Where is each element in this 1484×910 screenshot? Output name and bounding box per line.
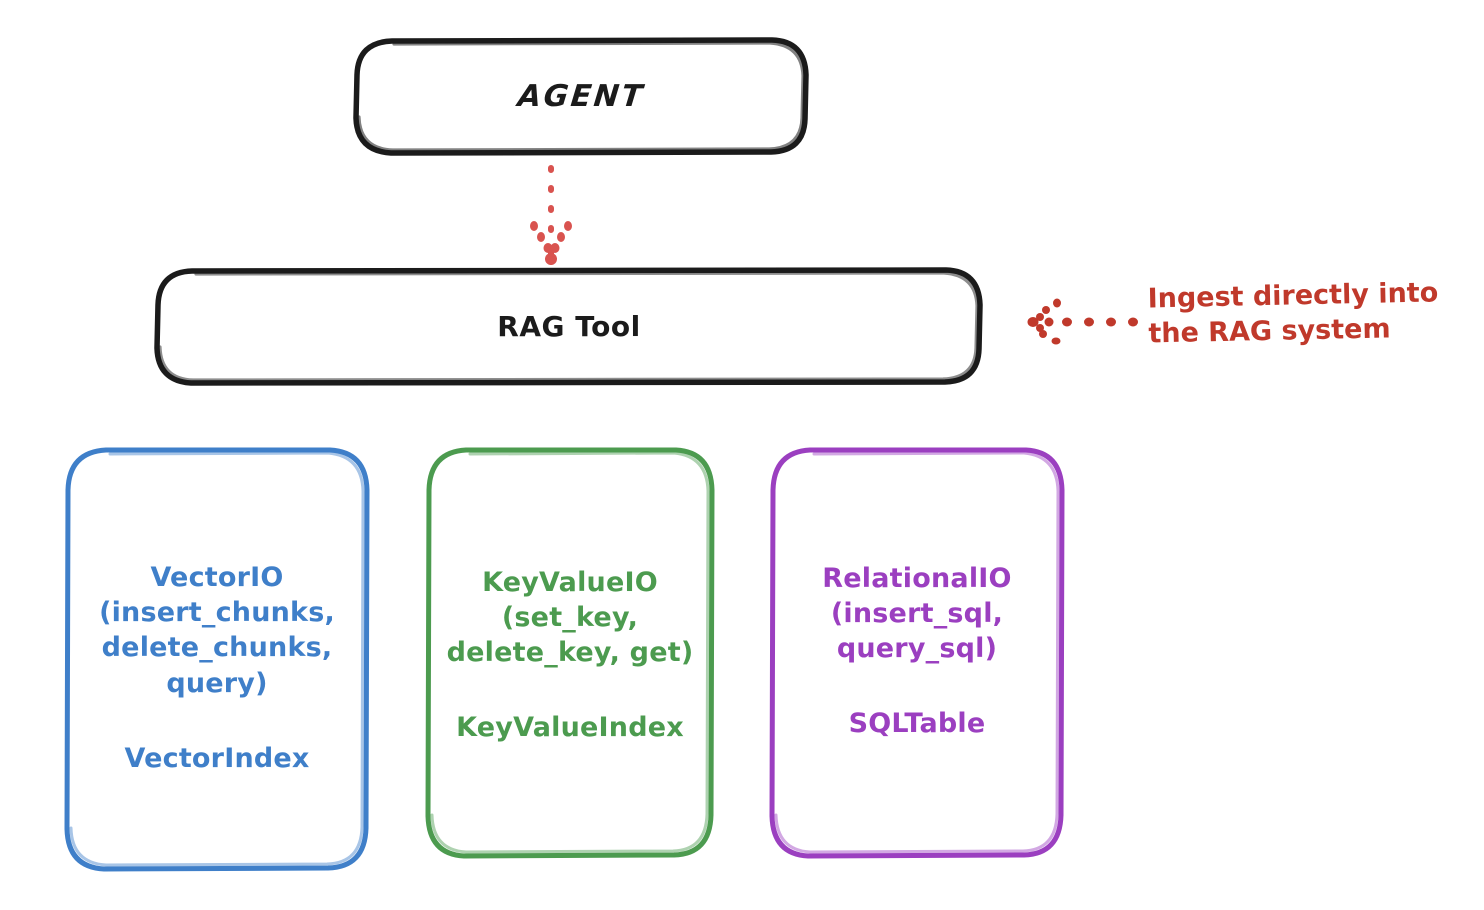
node-key-value-io[interactable]: KeyValueIO (set_key, delete_key, get) Ke… xyxy=(428,450,712,856)
key-value-io-content: KeyValueIO (set_key, delete_key, get) Ke… xyxy=(428,565,712,745)
agent-box-outline xyxy=(353,37,809,156)
agent-label: AGENT xyxy=(515,79,647,114)
node-relational-io[interactable]: RelationalIO (insert_sql, query_sql) SQL… xyxy=(772,450,1062,856)
rag-tool-label: RAG Tool xyxy=(497,310,641,343)
ingest-annotation-label: Ingest directly into the RAG system xyxy=(1147,277,1439,350)
key-value-io-api-label: KeyValueIO (set_key, delete_key, get) xyxy=(446,566,694,668)
node-agent[interactable]: AGENT xyxy=(356,40,806,153)
agent-to-rag-tool-arrow xyxy=(530,165,572,265)
vector-io-content: VectorIO (insert_chunks, delete_chunks, … xyxy=(67,560,367,775)
node-rag-tool[interactable]: RAG Tool xyxy=(157,270,981,383)
relational-io-content: RelationalIO (insert_sql, query_sql) SQL… xyxy=(772,561,1062,741)
relational-io-card-outline xyxy=(769,447,1065,859)
rag-tool-box-outline xyxy=(154,267,983,386)
vector-io-api-label: VectorIO (insert_chunks, delete_chunks, … xyxy=(99,562,335,699)
vector-io-index-label: VectorIndex xyxy=(124,742,310,774)
key-value-io-card-outline xyxy=(425,447,715,859)
relational-io-index-label: SQLTable xyxy=(848,708,986,740)
vector-io-card-outline xyxy=(64,447,370,872)
key-value-io-index-label: KeyValueIndex xyxy=(456,712,684,744)
relational-io-api-label: RelationalIO (insert_sql, query_sql) xyxy=(822,562,1012,664)
ingest-to-rag-tool-arrow xyxy=(1027,298,1138,345)
node-vector-io[interactable]: VectorIO (insert_chunks, delete_chunks, … xyxy=(67,450,367,870)
